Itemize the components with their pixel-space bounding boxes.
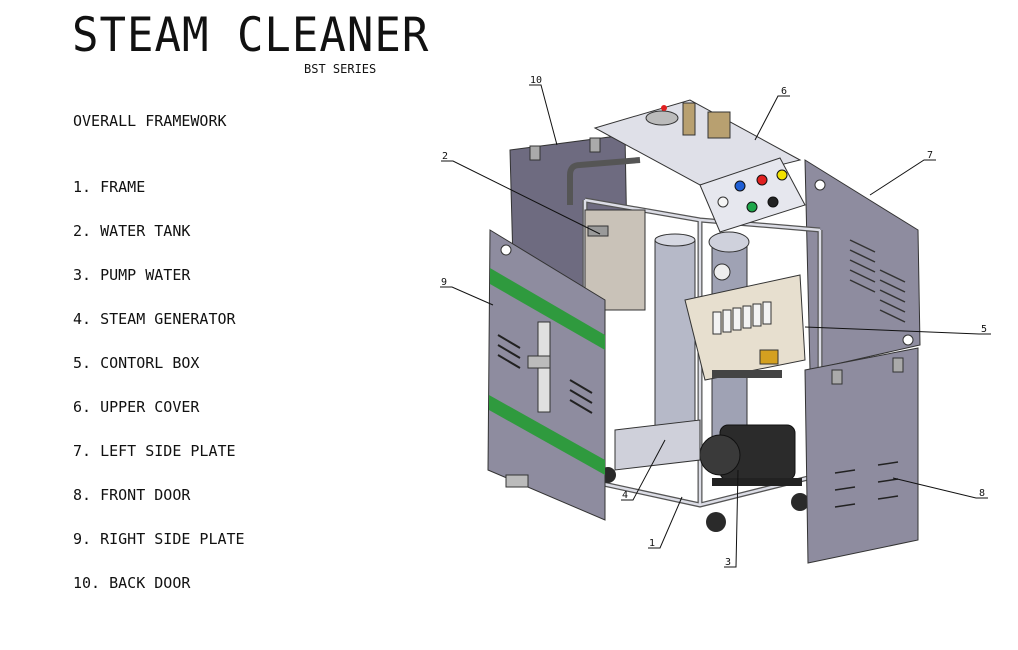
callout-7: 7 xyxy=(927,150,933,161)
pump-head xyxy=(699,434,741,476)
vent-slots xyxy=(497,334,593,414)
list-item: 6. UPPER COVER xyxy=(73,398,200,416)
valve-fitting xyxy=(682,102,696,136)
drain-valve xyxy=(527,355,551,369)
pressure-gauge xyxy=(713,263,731,281)
callout-3: 3 xyxy=(725,557,731,568)
list-item: 5. CONTORL BOX xyxy=(73,354,200,372)
steam-generator xyxy=(654,239,696,451)
vent-slots xyxy=(834,461,899,508)
callout-6: 6 xyxy=(781,86,787,97)
green-button xyxy=(746,201,758,213)
caster-wheel xyxy=(791,493,809,511)
callout-10: 10 xyxy=(530,75,542,86)
upper-cover xyxy=(593,99,802,186)
drain-valve xyxy=(505,474,529,488)
black-button xyxy=(767,196,779,208)
red-button xyxy=(756,174,768,186)
transformer xyxy=(759,349,779,365)
parts-list: 1. FRAME 2. WATER TANK 3. PUMP WATER 4. … xyxy=(73,178,245,618)
terminal-strip xyxy=(712,370,782,378)
callout-9: 9 xyxy=(441,277,447,288)
vent-slots xyxy=(849,239,906,323)
plate-hole xyxy=(500,244,512,256)
list-item: 8. FRONT DOOR xyxy=(73,486,191,504)
left-side-plate xyxy=(804,159,921,371)
generator-core-top xyxy=(708,231,750,253)
red-indicator xyxy=(661,105,667,111)
green-strip xyxy=(490,268,605,350)
yellow-button xyxy=(776,169,788,181)
circuit-breakers xyxy=(712,301,772,335)
callout-5: 5 xyxy=(981,324,987,335)
list-item: 2. WATER TANK xyxy=(73,222,191,240)
list-item: 9. RIGHT SIDE PLATE xyxy=(73,530,245,548)
list-item: 3. PUMP WATER xyxy=(73,266,191,284)
green-strip xyxy=(489,395,605,475)
door-hinge xyxy=(529,145,541,161)
callout-2: 2 xyxy=(442,151,448,162)
section-label: OVERALL FRAMEWORK xyxy=(73,112,227,130)
plate-hole xyxy=(902,334,914,346)
generator-top xyxy=(654,233,696,247)
valve-fitting xyxy=(707,111,731,139)
list-item: 10. BACK DOOR xyxy=(73,574,191,592)
pressure-cap xyxy=(645,110,679,126)
front-door xyxy=(804,347,919,564)
caster-wheel xyxy=(706,512,726,532)
selector-knob xyxy=(717,196,729,208)
handle-bar xyxy=(567,157,641,205)
callout-8: 8 xyxy=(979,488,985,499)
base-tray xyxy=(614,419,701,471)
callout-1: 1 xyxy=(649,538,655,549)
tank-inlet xyxy=(587,225,609,237)
page-title: STEAM CLEANER xyxy=(72,8,430,64)
pump-base xyxy=(712,478,802,486)
blue-button xyxy=(734,180,746,192)
list-item: 4. STEAM GENERATOR xyxy=(73,310,236,328)
door-hinge xyxy=(831,369,843,385)
callout-4: 4 xyxy=(622,490,628,501)
door-hinge xyxy=(892,357,904,373)
list-item: 7. LEFT SIDE PLATE xyxy=(73,442,236,460)
leader-lines xyxy=(440,84,991,568)
list-item: 1. FRAME xyxy=(73,178,146,196)
plate-hole xyxy=(814,179,826,191)
door-hinge xyxy=(589,137,601,153)
series-subtitle: BST SERIES xyxy=(304,62,377,76)
